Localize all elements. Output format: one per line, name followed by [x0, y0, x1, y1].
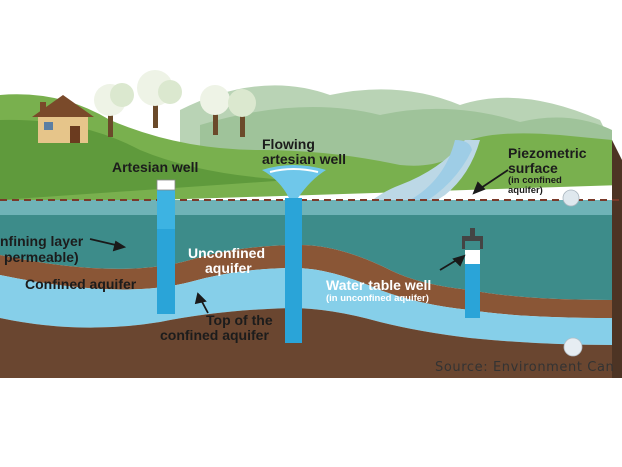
flowing-artesian-well-icon [262, 165, 326, 343]
unconfined-upper [0, 200, 612, 215]
label-top-confined-2: confined aquifer [160, 327, 269, 343]
sphere-icon [563, 337, 583, 357]
confined-aquifer-layer [0, 268, 612, 345]
label-unconfined-aquifer-1: Unconfined [188, 245, 265, 261]
label-confined-aquifer: Confined aquifer [25, 276, 137, 292]
label-confining-layer-2: permeable) [4, 249, 79, 265]
label-confining-layer-1: nfining layer [0, 233, 84, 249]
bedrock-layer [0, 308, 612, 378]
label-piezometric-1: Piezometric [508, 145, 587, 161]
artesian-well-icon [156, 179, 176, 314]
water-table-well-icon [462, 228, 483, 318]
tree-icon [94, 70, 256, 137]
label-piezometric-3: (in confined [508, 175, 562, 186]
label-flowing-artesian-well-1: Flowing [262, 136, 315, 152]
sphere-icon [562, 189, 580, 207]
house-icon [32, 95, 94, 143]
label-artesian-well: Artesian well [112, 159, 199, 175]
block-right-side [612, 140, 622, 378]
pointer-arrows [89, 169, 509, 314]
confining-layer [0, 245, 612, 318]
label-piezometric-2: surface [508, 160, 558, 176]
label-water-table-well: Water table well [326, 277, 432, 293]
source-credit: Source: Environment Can [435, 360, 615, 375]
unconfined-aquifer-layer [0, 200, 612, 300]
label-piezometric-4: aquifer) [508, 185, 543, 196]
label-water-table-well-sub: (in unconfined aquifer) [326, 293, 429, 304]
label-flowing-artesian-well-2: artesian well [262, 151, 347, 167]
label-unconfined-aquifer-2: aquifer [205, 260, 252, 276]
label-top-confined-1: Top of the [206, 312, 273, 328]
